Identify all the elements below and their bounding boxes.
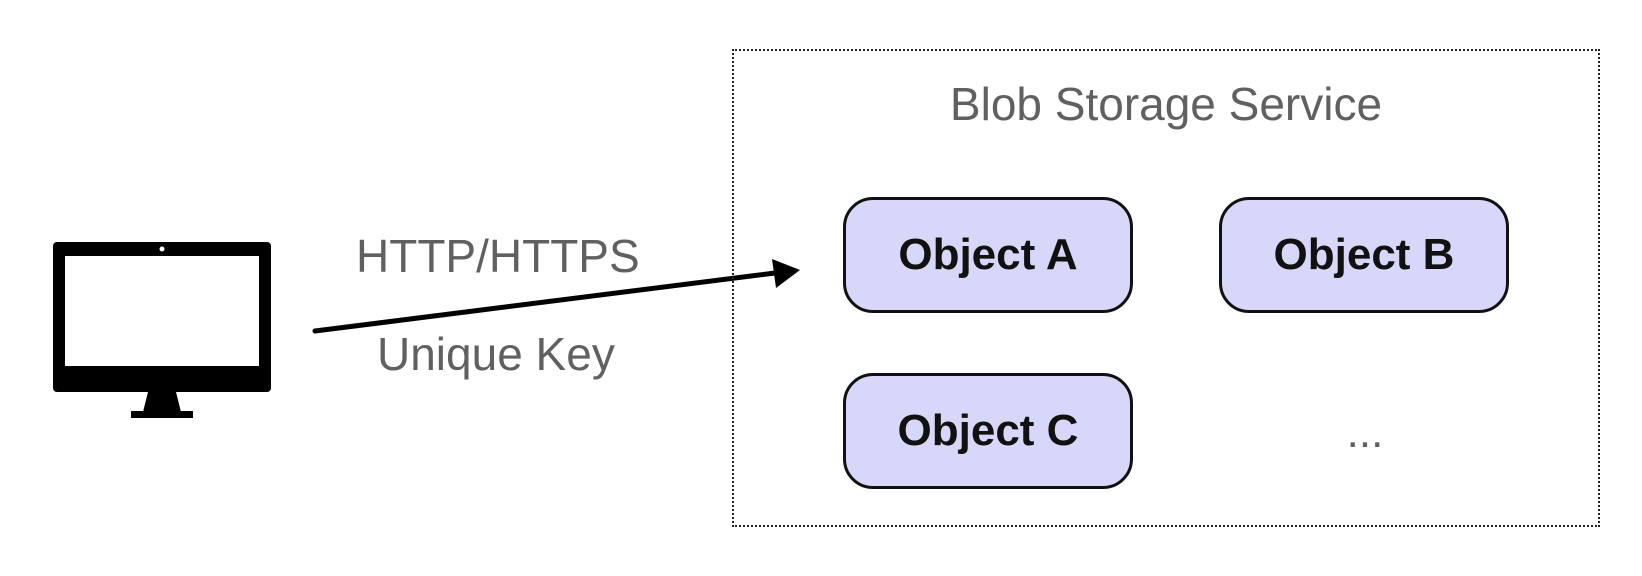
object-c-node: Object C [843, 373, 1133, 489]
blob-storage-service-container [732, 49, 1600, 527]
request-arrow [312, 259, 800, 334]
more-objects-ellipsis: ... [1346, 408, 1384, 457]
protocol-label: HTTP/HTTPS [356, 230, 640, 282]
object-a-node: Object A [843, 197, 1133, 313]
unique-key-label: Unique Key [377, 328, 615, 380]
desktop-monitor-icon [53, 242, 271, 418]
service-title: Blob Storage Service [949, 78, 1383, 130]
object-b-node: Object B [1219, 197, 1509, 313]
